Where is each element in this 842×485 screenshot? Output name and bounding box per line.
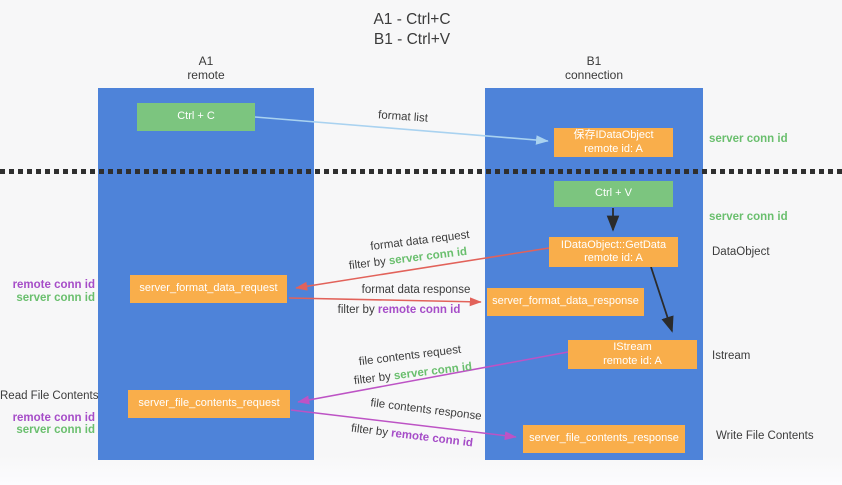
server-file-contents-request-box: server_file_contents_request xyxy=(128,390,290,418)
filter-prefix: filter by xyxy=(350,422,389,439)
copy-paste-separator-line xyxy=(0,169,842,174)
column-header-a1: A1 remote xyxy=(98,54,314,82)
column-a1-name: A1 xyxy=(198,54,214,68)
ctrl-c-label: Ctrl + C xyxy=(177,110,215,123)
format-data-response-label: format data response xyxy=(361,284,471,296)
remote-conn-id-highlight: remote conn id xyxy=(377,304,461,316)
istream-side-label: Istream xyxy=(712,350,751,362)
title-line-2: B1 - Ctrl+V xyxy=(373,31,451,48)
ctrl-v-label: Ctrl + V xyxy=(595,187,632,200)
server-format-data-request-label: server_format_data_request xyxy=(139,282,278,295)
diagram-title: A1 - Ctrl+C B1 - Ctrl+V xyxy=(0,10,824,50)
column-b1-name: B1 xyxy=(586,54,602,68)
save-idataobject-line2: remote id: A xyxy=(584,142,643,155)
server-format-data-response-label: server_format_data_response xyxy=(492,295,639,308)
format-list-label: format list xyxy=(377,109,429,125)
filter-prefix: filter by xyxy=(353,370,392,388)
server-file-contents-response-box: server_file_contents_response xyxy=(523,425,685,453)
read-file-contents-label: Read File Contents xyxy=(0,390,99,402)
save-idataobject-line1: 保存IDataObject xyxy=(573,129,654,141)
server-file-contents-response-label: server_file_contents_response xyxy=(529,432,679,445)
column-b1-subtitle: connection xyxy=(564,68,624,82)
filter-prefix: filter by xyxy=(337,304,375,316)
left-remote-conn-id-label-2: remote conn id xyxy=(12,412,95,424)
istream-line1: IStream xyxy=(613,341,652,353)
server-format-data-response-box: server_format_data_response xyxy=(487,288,644,316)
istream-box: IStream remote id: A xyxy=(568,340,697,369)
getdata-line2: remote id: A xyxy=(584,252,643,264)
dataobject-label: DataObject xyxy=(712,246,770,258)
server-format-data-request-box: server_format_data_request xyxy=(130,275,287,303)
idataobject-getdata-box: IDataObject::GetData remote id: A xyxy=(549,237,678,267)
right-server-conn-id-label-1: server conn id xyxy=(709,133,788,145)
filter-by-remote-conn-id-label-1: filter by remote conn id xyxy=(338,304,461,316)
filter-by-remote-conn-id-label-2: filter by remote conn id xyxy=(350,423,473,450)
server-conn-id-highlight: server conn id xyxy=(393,360,473,383)
ctrl-c-box: Ctrl + C xyxy=(137,103,255,131)
left-remote-conn-id-label-1: remote conn id xyxy=(12,279,95,291)
file-contents-response-label: file contents response xyxy=(369,397,483,423)
server-file-contents-request-label: server_file_contents_request xyxy=(138,397,280,410)
column-header-b1: B1 connection xyxy=(485,54,703,82)
filter-prefix: filter by xyxy=(348,255,387,273)
title-line-1: A1 - Ctrl+C xyxy=(373,11,451,28)
right-server-conn-id-label-2: server conn id xyxy=(709,211,788,223)
filter-by-server-conn-id-label-1: filter by server conn id xyxy=(348,246,467,272)
format-data-response-arrow xyxy=(288,297,482,307)
remote-conn-id-highlight: remote conn id xyxy=(390,427,474,450)
column-a1-subtitle: remote xyxy=(187,68,225,82)
left-server-conn-id-label-1: server conn id xyxy=(16,292,95,304)
save-idataobject-box: 保存IDataObject remote id: A xyxy=(554,128,673,157)
left-server-conn-id-label-2: server conn id xyxy=(16,424,95,436)
write-file-contents-label: Write File Contents xyxy=(716,430,814,442)
ctrl-v-box: Ctrl + V xyxy=(554,181,673,207)
getdata-line1: IDataObject::GetData xyxy=(560,238,667,251)
istream-line2: remote id: A xyxy=(603,354,662,367)
